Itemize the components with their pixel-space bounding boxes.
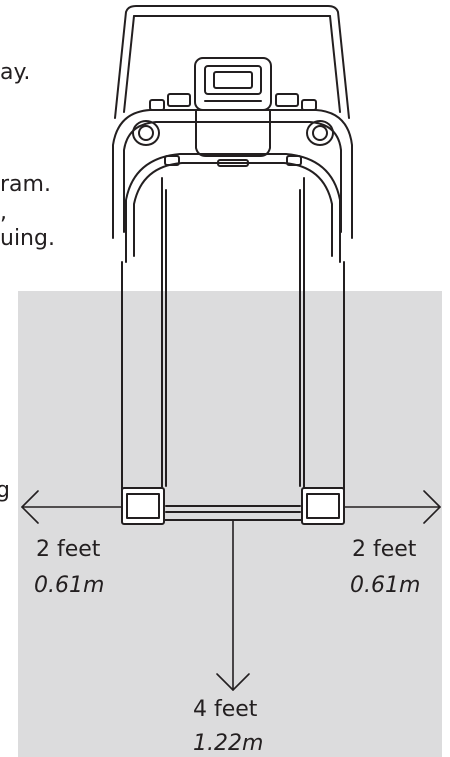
left-clearance-metric: 0.61m (34, 573, 105, 598)
right-clearance-metric: 0.61m (350, 573, 421, 598)
left-clearance-imperial: 2 feet (36, 537, 101, 562)
cropped-text-line-3: , (0, 200, 7, 225)
rear-clearance-imperial: 4 feet (193, 697, 258, 722)
treadmill-console (114, 5, 350, 119)
cropped-text-line-5: g (0, 478, 10, 503)
rear-arrowhead (216, 673, 250, 691)
left-arrowhead (21, 490, 39, 524)
cropped-text-line-2: ram. (0, 172, 51, 197)
treadmill-handlebar (112, 109, 353, 263)
clearance-zone (18, 291, 442, 757)
rear-clearance-metric: 1.22m (193, 731, 264, 756)
right-clearance-imperial: 2 feet (352, 537, 417, 562)
cropped-text-line-4: uing. (0, 226, 55, 251)
treadmill-deck (121, 177, 345, 525)
clearance-arrows (21, 490, 441, 691)
cropped-text-line-1: ay. (0, 60, 31, 85)
right-arrowhead (423, 490, 441, 524)
